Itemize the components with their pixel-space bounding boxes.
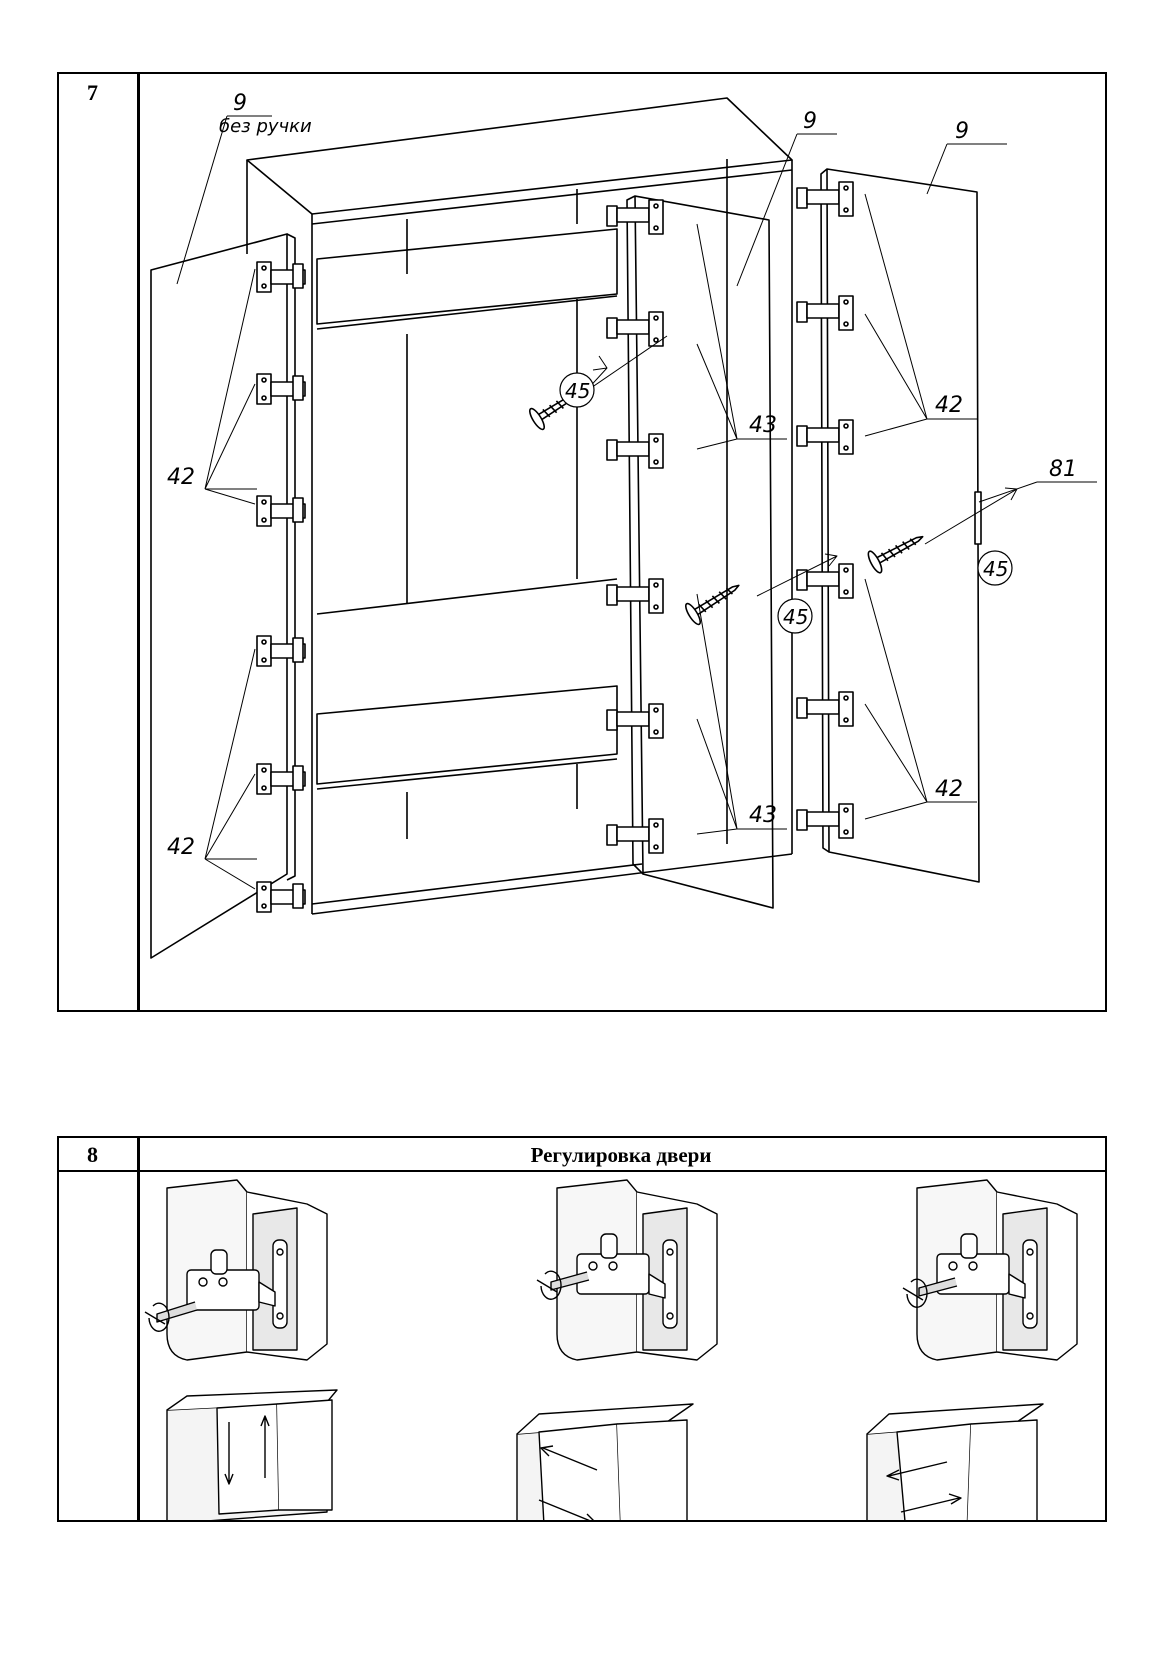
hinges bbox=[256, 181, 854, 913]
label-hinge-middle-top: 43 bbox=[749, 413, 777, 438]
wardrobe-assembly-drawing: 9 без ручки 9 9 42 42 43 43 42 42 45 45 … bbox=[150, 91, 1097, 959]
hinge-closeup-3 bbox=[902, 1179, 1078, 1361]
door-adjustment-illustrations bbox=[144, 1179, 1078, 1520]
label-screw-middle-top: 45 bbox=[565, 379, 590, 403]
hinge-closeup-2 bbox=[536, 1179, 718, 1361]
label-door-middle: 9 bbox=[803, 109, 817, 134]
label-door-left: 9 bbox=[233, 91, 247, 116]
step-number-cell bbox=[59, 74, 140, 1010]
door-pair-depth-adjust bbox=[516, 1403, 694, 1520]
label-screw-middle-bottom: 45 bbox=[783, 605, 808, 629]
step-number-cell bbox=[59, 1138, 140, 1520]
label-hinge-right-bottom: 42 bbox=[935, 777, 963, 802]
label-hinge-middle-bottom: 43 bbox=[749, 803, 777, 828]
label-hinge-right-top: 42 bbox=[935, 393, 963, 418]
door-pair-vertical-adjust bbox=[166, 1389, 338, 1520]
header-divider bbox=[59, 1170, 1105, 1172]
label-door-right: 9 bbox=[955, 119, 969, 144]
step-7-panel: 7 bbox=[57, 72, 1107, 1012]
door-pair-side-adjust bbox=[866, 1403, 1044, 1520]
left-door bbox=[150, 233, 296, 959]
label-screw-right: 45 bbox=[983, 557, 1008, 581]
label-handle: 81 bbox=[1049, 457, 1077, 482]
right-door bbox=[820, 168, 982, 883]
leader-lines bbox=[176, 115, 1097, 890]
callout-circles bbox=[559, 372, 1013, 634]
label-hinge-left-bottom: 42 bbox=[167, 835, 195, 860]
cabinet-body bbox=[246, 97, 793, 915]
step-number: 7 bbox=[87, 80, 98, 105]
step-8-panel: 8 Регулировка двери bbox=[57, 1136, 1107, 1522]
label-hinge-left-top: 42 bbox=[167, 465, 195, 490]
step-number: 8 bbox=[87, 1142, 98, 1167]
hinge-closeup-1 bbox=[144, 1179, 328, 1361]
section-title: Регулировка двери bbox=[530, 1143, 712, 1167]
middle-door bbox=[626, 195, 774, 909]
label-door-left-note: без ручки bbox=[219, 116, 312, 137]
